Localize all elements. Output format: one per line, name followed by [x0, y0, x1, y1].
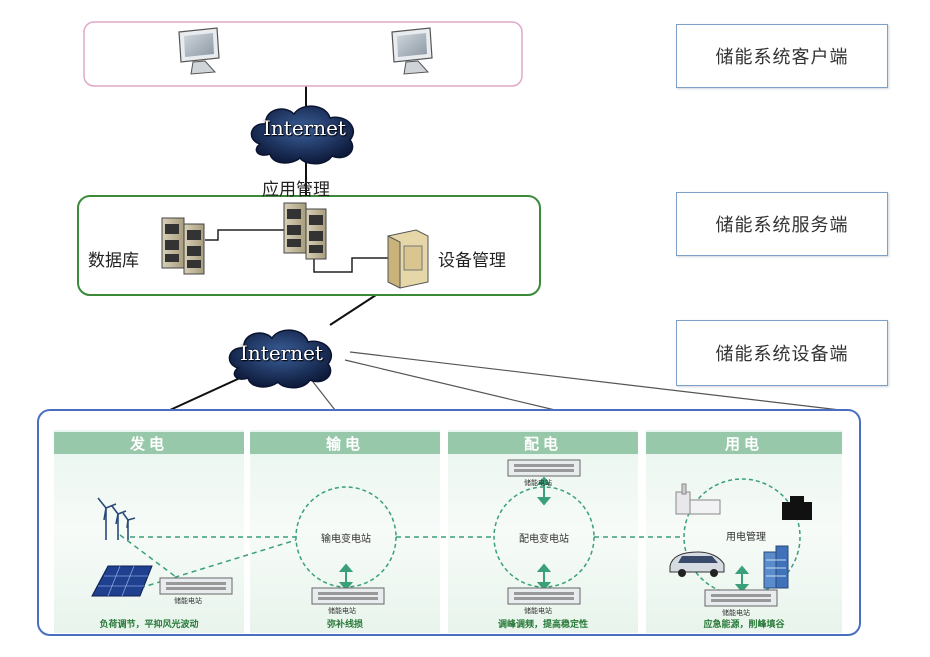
column-caption-distribution: 调峰调频，提高稳定性 — [497, 620, 588, 630]
column-caption-transmission: 弥补线损 — [326, 620, 363, 630]
storage-station-icon — [704, 589, 778, 607]
car-icon — [669, 551, 725, 577]
database-label: 数据库 — [88, 251, 139, 271]
monitor-icon — [178, 27, 220, 75]
internet-label-top: Internet — [263, 116, 346, 140]
database-server-icon — [161, 217, 205, 275]
solar-panel-icon — [91, 565, 153, 597]
app-management-label: 应用管理 — [262, 180, 330, 200]
application-server-icon — [283, 202, 327, 260]
internet-cloud-icon — [228, 329, 333, 389]
client-tier-box — [83, 21, 523, 87]
column-header-transmission: 输电 — [250, 432, 440, 454]
column-header-generation: 发电 — [54, 432, 244, 454]
column-header-distribution: 配电 — [448, 432, 638, 454]
device-management-label: 设备管理 — [438, 251, 506, 271]
transmission-substation-label: 输电变电站 — [321, 534, 371, 545]
column-generation — [54, 430, 244, 633]
building-icon — [782, 496, 812, 520]
storage-station-label: 储能电站 — [328, 607, 356, 615]
storage-station-label: 储能电站 — [524, 607, 552, 615]
device-tier-label: 储能系统设备端 — [676, 320, 888, 386]
storage-station-icon — [159, 577, 233, 595]
column-caption-generation: 负荷调节，平抑风光波动 — [99, 620, 199, 630]
storage-station-icon — [507, 459, 581, 477]
factory-icon — [675, 483, 721, 515]
storage-station-label: 储能电站 — [722, 609, 750, 617]
usage-management-label: 用电管理 — [726, 532, 766, 543]
exchange-arrows — [338, 476, 750, 593]
client-tier-label: 储能系统客户端 — [676, 24, 888, 88]
storage-station-label: 储能电站 — [524, 479, 552, 487]
monitor-icon — [391, 27, 433, 75]
wind-turbine-icon — [97, 497, 136, 540]
column-header-consumption: 用电 — [646, 432, 842, 454]
internet-cloud-icon — [250, 105, 355, 165]
storage-station-icon — [507, 587, 581, 605]
device-management-cabinet-icon — [387, 229, 429, 289]
internet-label-bottom: Internet — [240, 341, 323, 365]
distribution-substation-label: 配电变电站 — [519, 534, 569, 545]
storage-station-label: 储能电站 — [174, 597, 202, 605]
device-links — [309, 351, 841, 411]
tower-icon — [763, 545, 789, 589]
server-tier-label: 储能系统服务端 — [676, 192, 888, 256]
column-caption-consumption: 应急能源，削峰填谷 — [703, 620, 785, 630]
storage-station-icon — [311, 587, 385, 605]
